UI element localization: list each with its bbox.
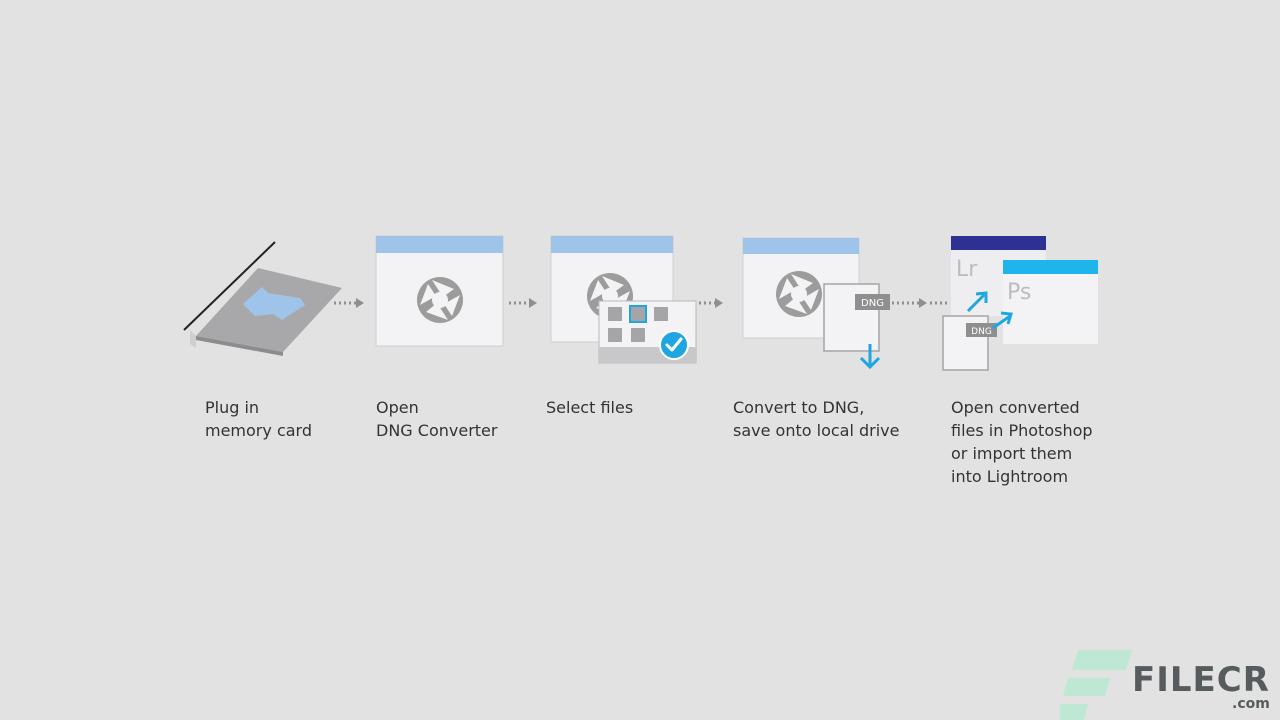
- apps-group: Lr Ps DNG: [942, 236, 1098, 371]
- connector-arrow-1: [334, 298, 364, 308]
- filecr-logo-icon: [1060, 650, 1132, 720]
- memory-card-icon: [183, 241, 342, 356]
- step-label-convert: Convert to DNG, save onto local drive: [733, 398, 900, 440]
- step-label-open-converter: Open DNG Converter: [376, 398, 498, 440]
- connector-arrow-2: [509, 298, 537, 308]
- filecr-watermark: FILECR .com: [1060, 648, 1280, 720]
- up-arrow-icon: [966, 291, 988, 313]
- dng-badge: DNG: [861, 298, 884, 309]
- photoshop-icon: Ps: [1003, 260, 1098, 344]
- connector-arrow-3: [699, 298, 723, 308]
- dng-file-icon: DNG: [942, 315, 997, 371]
- photoshop-label: Ps: [1007, 280, 1031, 305]
- dng-small-badge: DNG: [971, 327, 992, 337]
- step-label-open-in-apps: Open converted files in Photoshop or imp…: [951, 398, 1093, 486]
- dng-converter-window: [375, 235, 504, 347]
- checkmark-icon: [659, 330, 689, 360]
- select-files-window: [550, 235, 697, 364]
- step-label-plug-in: Plug in memory card: [205, 398, 312, 440]
- down-arrow-icon: [859, 344, 881, 370]
- connector-arrow-4: [892, 298, 948, 308]
- watermark-domain: .com: [1232, 696, 1270, 712]
- aperture-icon: [776, 271, 822, 317]
- watermark-brand: FILECR: [1132, 660, 1270, 700]
- lightroom-label: Lr: [956, 257, 978, 282]
- step-label-select-files: Select files: [546, 398, 634, 417]
- dng-file-icon: DNG: [823, 283, 890, 352]
- aperture-icon: [417, 277, 463, 323]
- right-arrow-icon: [992, 311, 1013, 330]
- convert-window: DNG: [742, 237, 890, 370]
